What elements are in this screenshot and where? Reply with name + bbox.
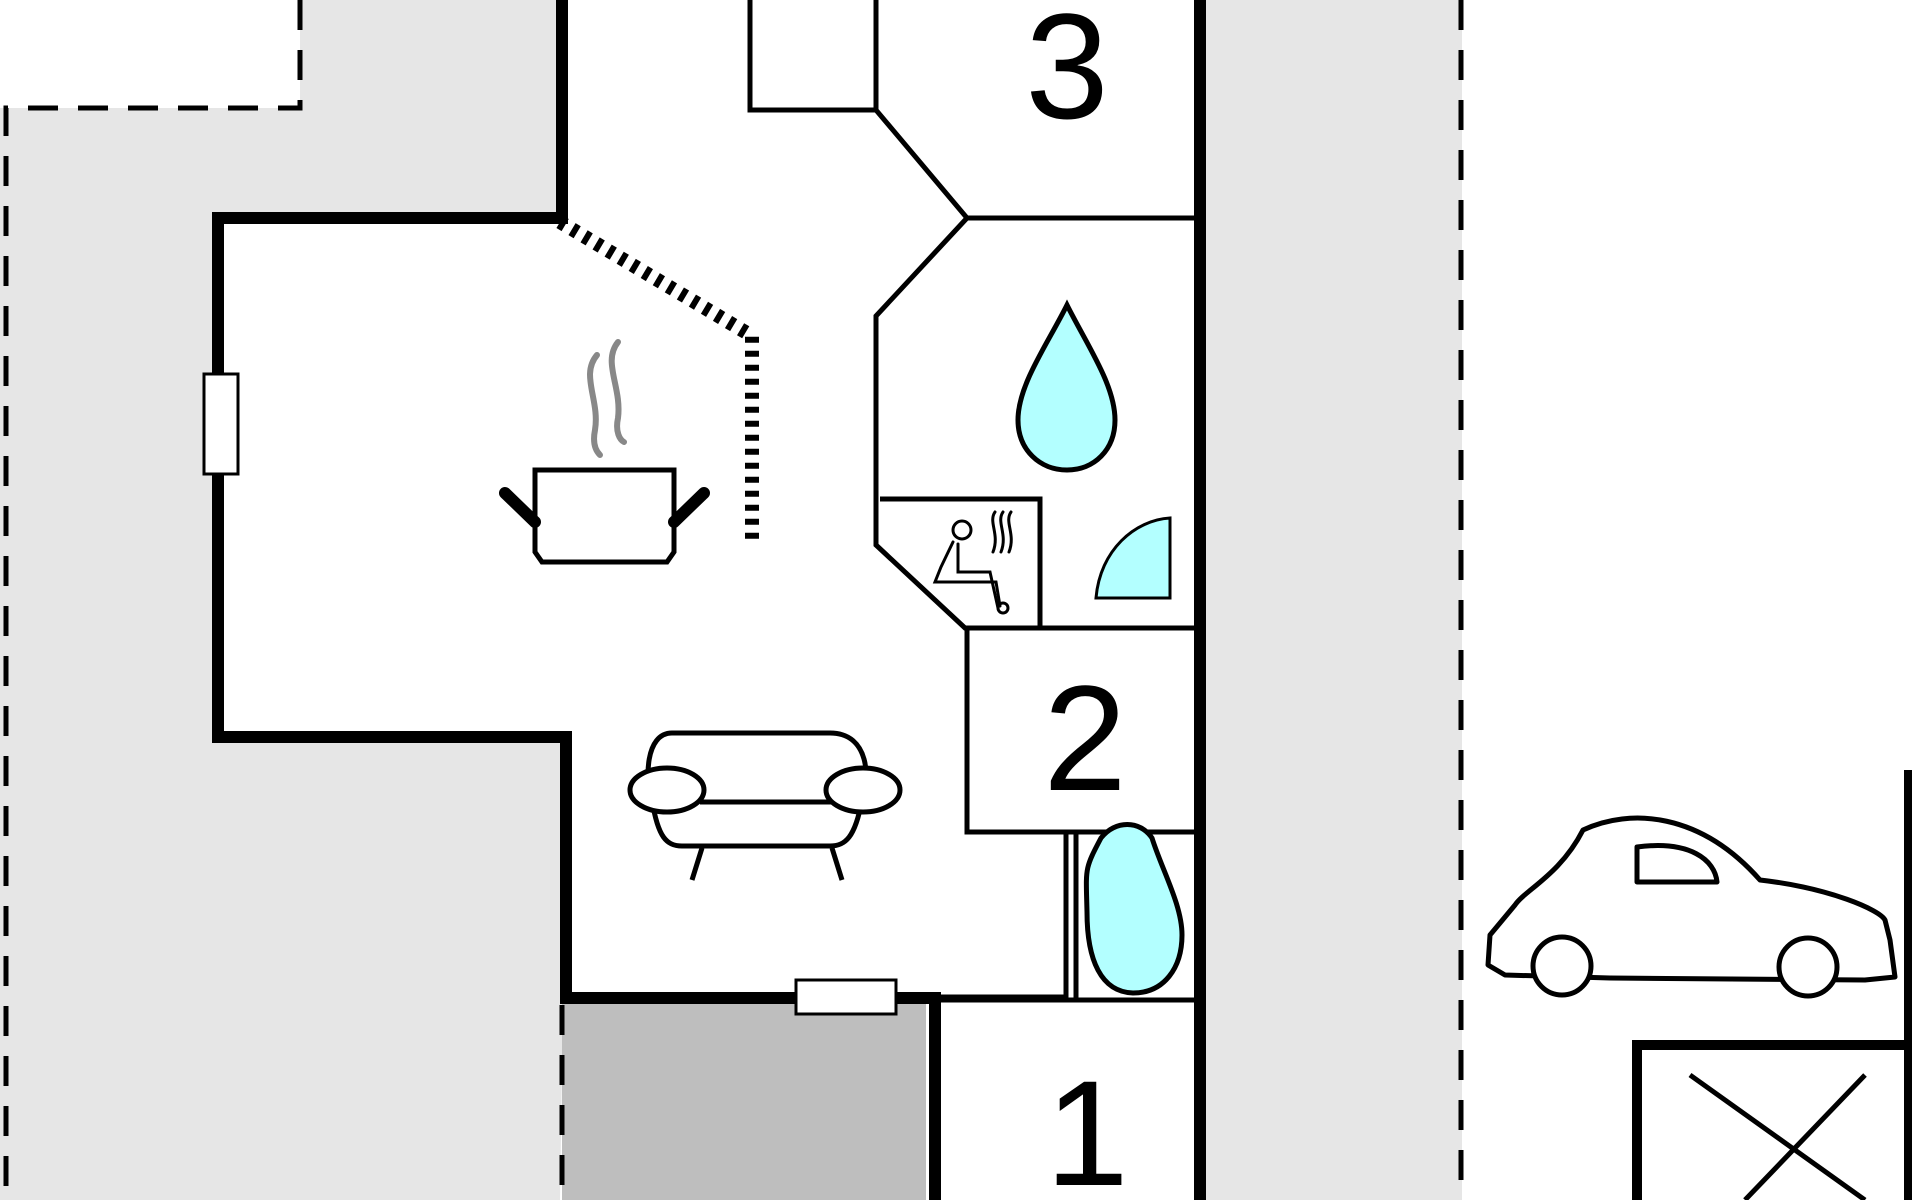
shower-drop-icon [1015,299,1118,473]
outdoor-area-left-grey [0,0,563,1200]
room-number-1: 1 [1045,1049,1128,1200]
shower-drop-icon-2 [1083,822,1185,996]
outdoor-area-left [0,0,300,108]
sofa-icon [627,730,903,881]
room-number-2: 2 [1043,654,1126,822]
kitchen-divider [556,215,759,542]
sauna-icon [932,510,1013,615]
window-bottom [794,978,898,1016]
car-icon [1485,815,1898,999]
shower-cabin-icon [1094,516,1172,600]
carport-icon [1632,1040,1908,1200]
kitchen-pot-icon [499,339,710,565]
window-left [202,372,240,476]
outdoor-area-right-strip [1200,0,1462,1200]
terrace [562,1000,926,1200]
room-number-3: 3 [1025,0,1108,150]
property-boundary [3,0,1464,1200]
